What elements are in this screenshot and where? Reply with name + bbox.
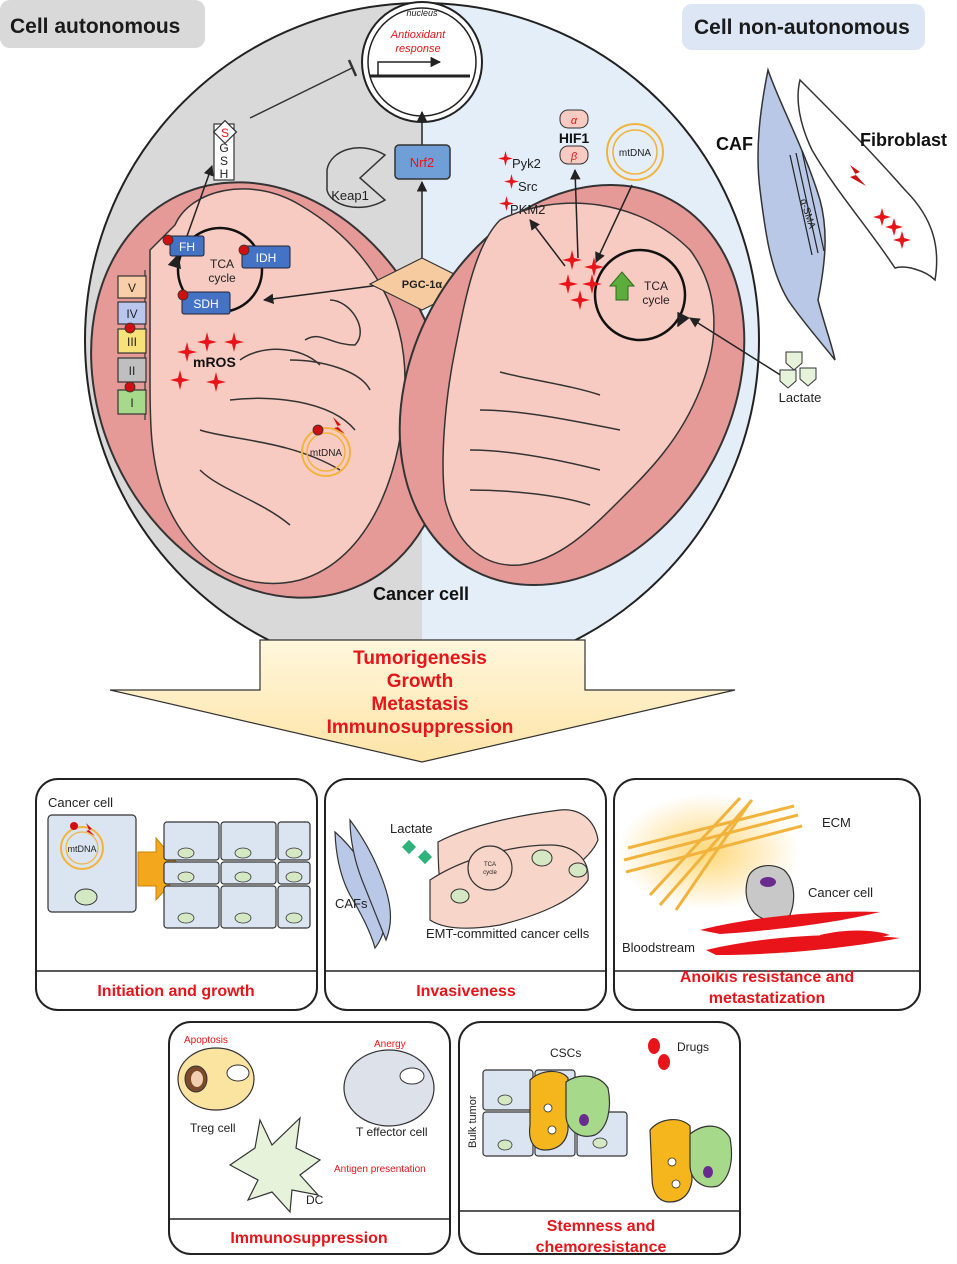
right-tca-label-2: cycle [642, 293, 670, 307]
complex-v [117, 275, 147, 299]
p5-cscs-label: CSCs [550, 1046, 581, 1060]
p4-dc-label: DC [306, 1193, 324, 1207]
left-header-label: Cell autonomous [10, 15, 180, 38]
enzyme-sdh: SDH [193, 297, 218, 311]
p2-title: Invasiveness [416, 983, 516, 1000]
p5-drugs-label: Drugs [677, 1040, 709, 1054]
gsh-s-mod: S [221, 126, 229, 140]
outcome-tumorigenesis: Tumorigenesis [353, 648, 487, 669]
panel-initiation: Cancer cell mtDNA Ini [35, 778, 318, 1011]
p4-teff-label: T effector cell [356, 1125, 428, 1139]
p5-bulk-label: Bulk tumor [467, 1095, 479, 1148]
right-header-bg [682, 4, 925, 50]
right-tca-label-1: TCA [644, 279, 668, 293]
left-tca-label-1: TCA [210, 257, 234, 271]
right-header-label: Cell non-autonomous [694, 16, 910, 39]
gsh-letter-h: H [220, 167, 229, 181]
nucleus: nucleus Antioxidant response [361, 1, 483, 123]
caf-label: CAF [716, 134, 753, 154]
p5-title-2: chemoresistance [536, 1239, 667, 1256]
pyk2-label: Pyk2 [512, 156, 541, 171]
antioxidant-label-2: response [395, 43, 440, 55]
complex-i [117, 389, 147, 415]
caf-cell: α-SMA [757, 67, 836, 361]
outcome-growth: Growth [387, 671, 454, 692]
left-mtdna-label: mtDNA [310, 448, 343, 459]
complex-v-label: V [128, 281, 136, 295]
hif1-beta: β [570, 151, 578, 163]
p1-cancer-cell-label: Cancer cell [48, 795, 113, 810]
right-mitochondrion [398, 183, 746, 587]
p3-title-2: metastatization [709, 990, 825, 1007]
enzyme-idh: IDH [256, 251, 277, 265]
p2-emt-label: EMT-committed cancer cells [426, 926, 590, 941]
hif1-complex: α HIF1 β [559, 109, 590, 165]
right-tca-cycle: TCA cycle [593, 248, 690, 342]
p3-cancer-cell-label: Cancer cell [808, 885, 873, 900]
fibroblast-label: Fibroblast [860, 130, 947, 150]
p1-mtdna-label: mtDNA [68, 844, 97, 854]
p3-bloodstream-label: Bloodstream [622, 940, 695, 955]
antioxidant-label-1: Antioxidant [390, 29, 446, 41]
nrf2-label: Nrf2 [410, 155, 435, 170]
outcome-immunosuppression: Immunosuppression [327, 717, 514, 738]
enzyme-fh: FH [179, 240, 195, 254]
p5-title-1: Stemness and [547, 1218, 655, 1235]
left-mtdna: mtDNA [301, 417, 351, 477]
p2-tca-1: TCA [484, 862, 496, 868]
complex-i-label: I [130, 396, 133, 410]
panel-invasiveness: Lactate CAFs TCA cycle EMT-committed can… [324, 778, 607, 1011]
keap1-shape: Keap1 [326, 147, 387, 209]
gsh-molecule: S S G S H [212, 119, 238, 181]
right-ros-sparks [558, 250, 604, 310]
p4-apoptosis-label: Apoptosis [184, 1035, 228, 1046]
p4-antigen-label: Antigen presentation [334, 1164, 426, 1175]
p4-anergy-label: Anergy [374, 1039, 406, 1050]
left-header-bg [0, 0, 205, 48]
etc-complexes: V IV III II I [117, 270, 147, 420]
nucleus-label: nucleus [406, 8, 438, 18]
lactate-label: Lactate [779, 390, 822, 405]
outcome-arrow: Tumorigenesis Growth Metastasis Immunosu… [109, 639, 736, 763]
pkm2-label: PKM2 [510, 202, 545, 217]
gsh-letter-g: G [219, 141, 228, 155]
left-tca-cycle: TCA cycle FH IDH SDH [162, 226, 291, 315]
lactate-molecules: Lactate [779, 351, 822, 405]
p3-title-1: Anoikis resistance and [680, 969, 854, 986]
left-tca-label-2: cycle [208, 271, 236, 285]
right-mtdna: mtDNA [606, 123, 664, 181]
p3-ecm-label: ECM [822, 815, 851, 830]
outcome-metastasis: Metastasis [371, 694, 468, 715]
fibroblast [797, 78, 938, 282]
p2-tca-2: cycle [483, 870, 497, 876]
panel-immuno: Apoptosis Treg cell Anergy T effector ce… [168, 1021, 451, 1255]
pgc1a-label: PGC-1α [402, 279, 443, 291]
p4-title: Immunosuppression [230, 1230, 387, 1247]
complex-ii-label: II [129, 364, 136, 378]
gsh-letter-s: S [220, 154, 228, 168]
complex-iii-label: III [127, 335, 137, 349]
mros-label: mROS [193, 354, 236, 370]
complex-iv-label: IV [126, 307, 137, 321]
p1-title: Initiation and growth [97, 983, 254, 1000]
hif1-alpha: α [571, 115, 578, 127]
nrf2-box: Nrf2 [394, 144, 451, 180]
src-label: Src [518, 179, 538, 194]
kinase-list: Pyk2 Src PKM2 [498, 151, 545, 217]
mros-sparks: mROS [170, 332, 244, 392]
cancer-cell-label: Cancer cell [373, 584, 469, 604]
p2-cafs-label: CAFs [335, 896, 368, 911]
keap1-label: Keap1 [331, 188, 369, 203]
right-mtdna-label: mtDNA [619, 148, 652, 159]
panel-stemness: CSCs Drugs Bulk tumor Stemness and chemo… [458, 1021, 741, 1256]
p2-lactate-label: Lactate [390, 821, 433, 836]
panel-anoikis: ECM Cancer cell Bloodstream Anoikis resi… [613, 778, 921, 1011]
p1-cell-grid [163, 821, 311, 929]
hif1-label: HIF1 [559, 130, 590, 146]
p4-treg-label: Treg cell [190, 1121, 236, 1135]
